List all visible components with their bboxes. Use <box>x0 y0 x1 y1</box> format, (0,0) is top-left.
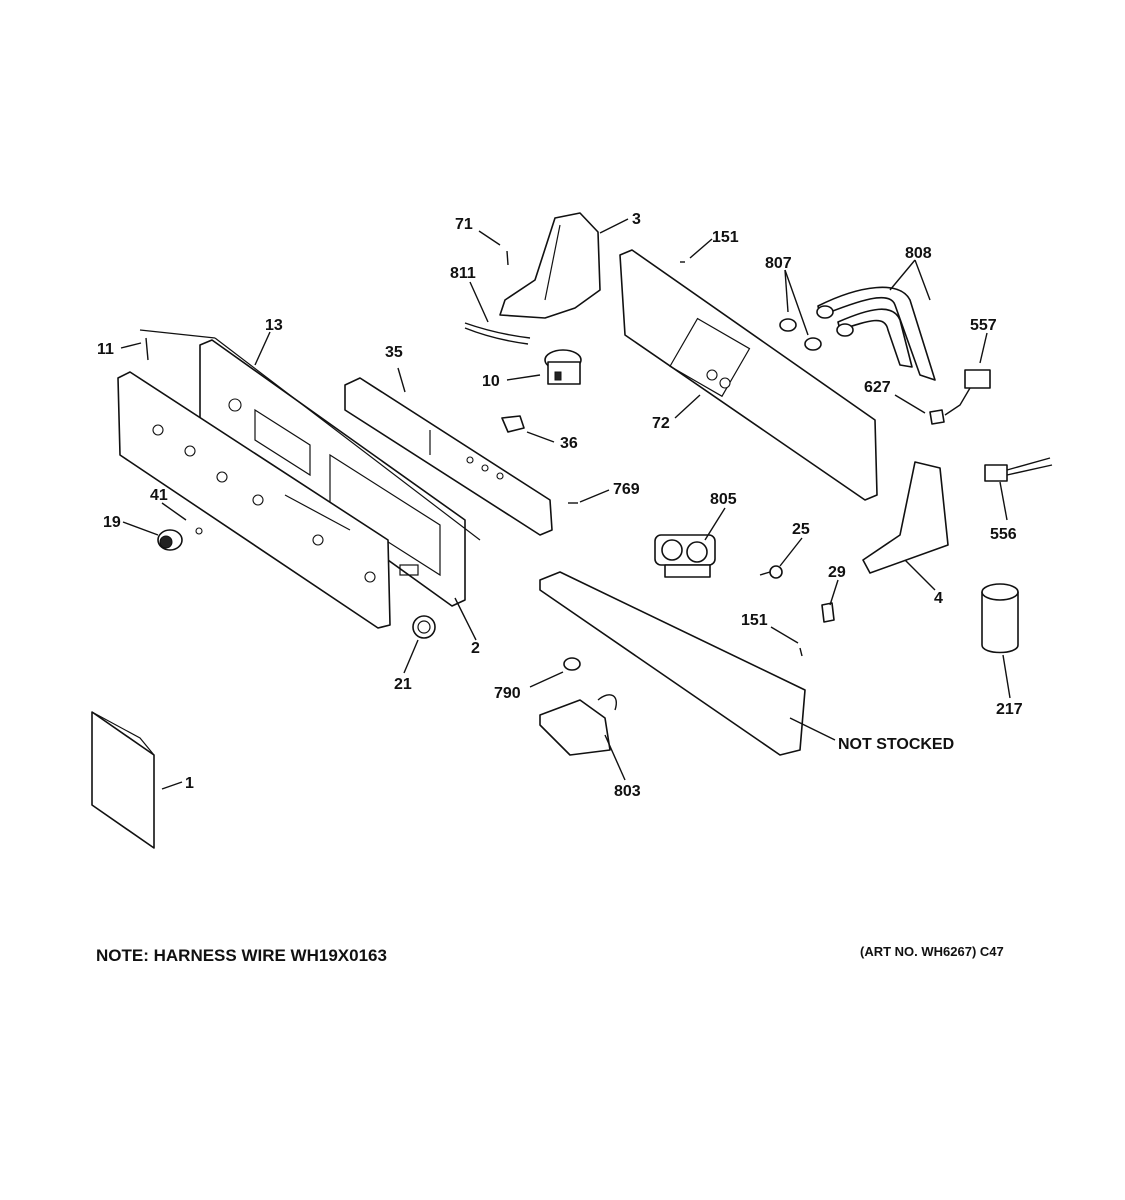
callout-151-upper: 151 <box>712 229 739 246</box>
water-valve-part <box>654 534 716 578</box>
callout-not-stocked: NOT STOCKED <box>838 736 954 753</box>
callout-72: 72 <box>652 415 670 432</box>
callout-151-lower: 151 <box>741 612 768 629</box>
callout-35: 35 <box>385 344 403 361</box>
console-front-panel-part <box>117 371 391 629</box>
callout-10: 10 <box>482 373 500 390</box>
callout-217: 217 <box>996 701 1023 718</box>
callout-811: 811 <box>450 265 476 282</box>
callout-labels: 71 3 151 807 808 811 557 11 13 35 10 627… <box>97 211 1023 800</box>
callout-790: 790 <box>494 685 521 702</box>
callout-769: 769 <box>613 481 640 498</box>
callout-41: 41 <box>150 487 168 504</box>
clamp-790-part <box>563 657 581 671</box>
callout-627: 627 <box>864 379 891 396</box>
plug-557-part <box>944 369 991 416</box>
callout-25: 25 <box>792 521 810 538</box>
connector-556-part <box>984 457 1053 482</box>
callout-808: 808 <box>905 245 932 262</box>
bracket-4-part <box>862 461 949 574</box>
callout-805: 805 <box>710 491 737 508</box>
harness-wire-note: NOTE: HARNESS WIRE WH19X0163 <box>96 946 387 965</box>
callout-71: 71 <box>455 216 473 233</box>
base-bracket-part <box>539 571 806 756</box>
callout-36: 36 <box>560 435 578 452</box>
callout-2: 2 <box>471 640 480 657</box>
part-36 <box>501 415 525 433</box>
callout-803: 803 <box>614 783 641 800</box>
art-number-label: (ART NO. WH6267) C47 <box>860 944 1004 959</box>
part-25 <box>759 565 783 579</box>
washer-part <box>779 318 822 351</box>
hose-811-part <box>464 322 531 339</box>
callout-13: 13 <box>265 317 283 334</box>
knob-part <box>157 527 203 551</box>
callout-29: 29 <box>828 564 846 581</box>
button-part <box>412 615 436 639</box>
leader-lines <box>120 218 1011 790</box>
literature-envelope-part <box>91 711 155 849</box>
callout-556: 556 <box>990 526 1017 543</box>
screw-151-lower <box>799 647 803 657</box>
capacitor-part <box>981 583 1019 654</box>
back-panel-part <box>619 249 878 501</box>
part-627 <box>929 409 945 425</box>
callout-19: 19 <box>103 514 121 531</box>
callout-11: 11 <box>97 341 114 358</box>
callout-4: 4 <box>934 590 943 607</box>
bracket-3-part <box>499 212 601 319</box>
callout-3: 3 <box>632 211 641 228</box>
part-803 <box>539 694 617 756</box>
screw-11 <box>145 337 149 361</box>
callout-21: 21 <box>394 676 412 693</box>
fill-hose-part <box>816 286 936 381</box>
bracket-35-part <box>344 377 553 536</box>
part-29 <box>821 602 835 623</box>
callout-1: 1 <box>185 775 194 792</box>
screw-71 <box>506 250 509 266</box>
pressure-switch-part <box>544 349 582 385</box>
callout-557: 557 <box>970 317 997 334</box>
callout-807: 807 <box>765 255 792 272</box>
